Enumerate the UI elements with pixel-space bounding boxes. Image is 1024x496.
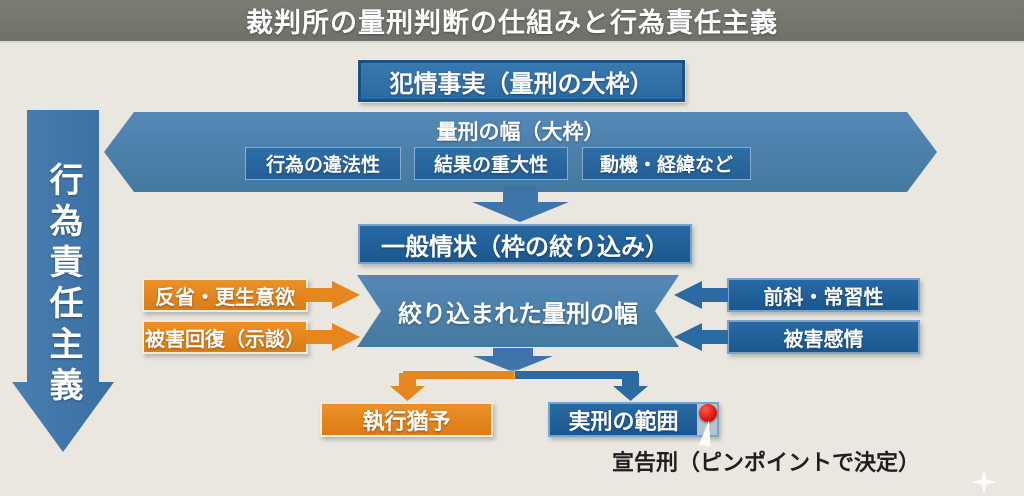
act-responsibility-down-arrow: 行為責任主義 <box>12 110 114 452</box>
prison-range-label: 実刑の範囲 <box>568 409 679 435</box>
general-circumstances-label: 一般情状（枠の絞り込み） <box>381 232 669 261</box>
prison-range-label-area: 実刑の範囲 <box>550 404 697 435</box>
factor-illegality-box: 行為の違法性 <box>245 147 401 180</box>
mitigating-remorse-box: 反省・更生意欲 <box>142 278 308 312</box>
split-bar-left <box>403 371 517 379</box>
down-arrow-icon <box>472 187 569 222</box>
elbow-arrowhead-right-icon <box>613 386 648 401</box>
elbow-stem-left <box>399 373 416 387</box>
narrowed-range-label: 絞り込まれた量刑の幅 <box>398 299 638 328</box>
elbow-stem-right <box>622 373 639 387</box>
title-bar: 裁判所の量刑判断の仕組みと行為責任主義 <box>0 0 1024 43</box>
aggravating-victim-sentiment-box: 被害感情 <box>727 320 920 354</box>
narrowed-range-band: 絞り込まれた量刑の幅 <box>357 275 679 347</box>
prison-range-box: 実刑の範囲 <box>548 402 719 437</box>
sentencing-range-band-label: 量刑の幅（大枠） <box>436 120 605 144</box>
split-bar-right <box>515 371 638 379</box>
left-arrow-icon <box>674 323 728 351</box>
right-arrow-icon <box>306 323 360 351</box>
factor-motive-box: 動機・経緯など <box>582 147 751 180</box>
suspended-sentence-box: 執行猶予 <box>320 402 493 437</box>
pronounced-sentence-caption: 宣告刑（ピンポイントで決定） <box>611 451 920 476</box>
decision-point-dot <box>699 404 717 422</box>
aggravating-priors-box: 前科・常習性 <box>727 278 920 312</box>
sparkle-icon <box>971 469 997 495</box>
right-arrow-icon <box>306 281 360 309</box>
factor-result-gravity-box: 結果の重大性 <box>414 147 568 180</box>
elbow-arrowhead-left-icon <box>390 386 425 401</box>
page-title: 裁判所の量刑判断の仕組みと行為責任主義 <box>246 8 778 39</box>
crime-facts-box: 犯情事実（量刑の大枠） <box>358 60 685 102</box>
suspended-sentence-label: 執行猶予 <box>362 409 451 435</box>
act-responsibility-label: 行為責任主義 <box>43 162 83 408</box>
mitigating-restitution-box: 被害回復（示談） <box>142 320 308 354</box>
left-arrow-icon <box>674 281 728 309</box>
down-arrow-icon <box>473 348 553 372</box>
crime-facts-label: 犯情事実（量刑の大枠） <box>389 69 654 98</box>
general-circumstances-box: 一般情状（枠の絞り込み） <box>358 224 692 264</box>
